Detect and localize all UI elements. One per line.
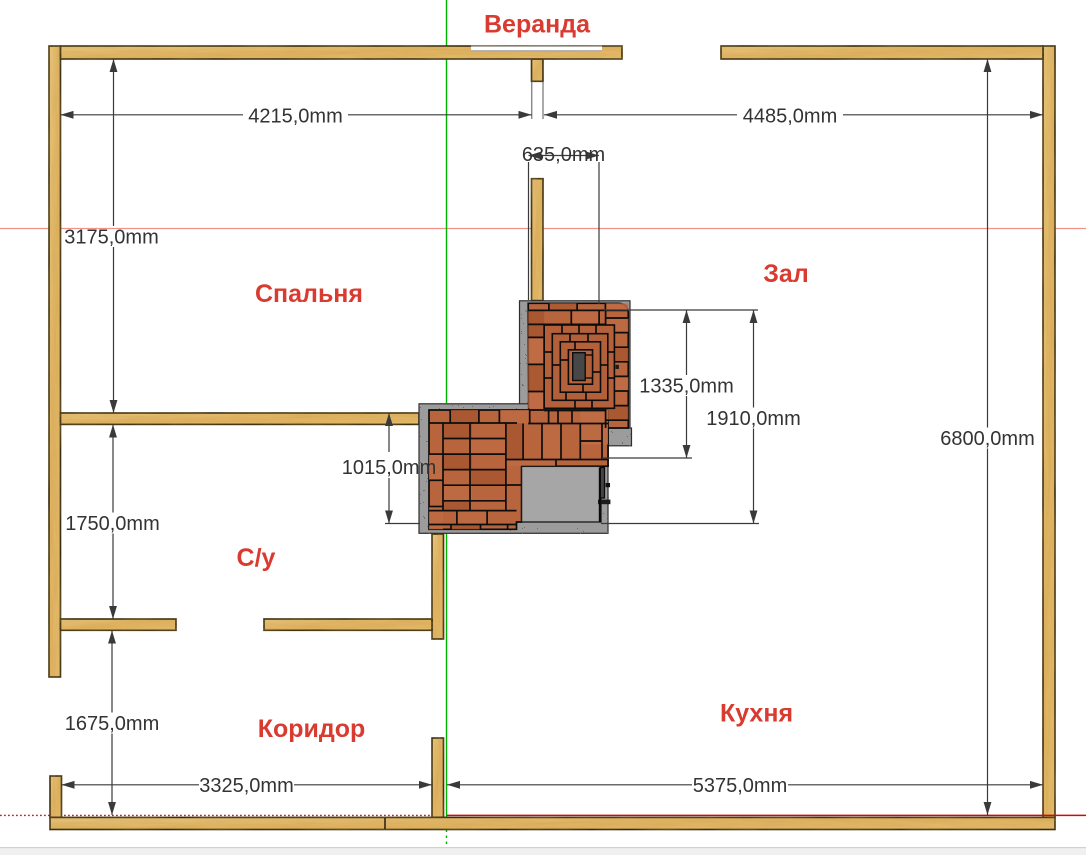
svg-text:1335,0mm: 1335,0mm bbox=[639, 376, 734, 398]
svg-text:4215,0mm: 4215,0mm bbox=[248, 105, 343, 127]
svg-text:3175,0mm: 3175,0mm bbox=[64, 227, 159, 249]
svg-text:Зал: Зал bbox=[763, 260, 808, 288]
svg-text:Коридор: Коридор bbox=[258, 715, 366, 743]
svg-text:1910,0mm: 1910,0mm bbox=[706, 408, 801, 430]
svg-text:3325,0mm: 3325,0mm bbox=[199, 775, 294, 797]
svg-text:4485,0mm: 4485,0mm bbox=[743, 105, 838, 127]
svg-text:С/у: С/у bbox=[237, 544, 276, 572]
svg-text:Веранда: Веранда bbox=[484, 11, 591, 39]
svg-text:Кухня: Кухня bbox=[720, 700, 793, 728]
svg-text:6800,0mm: 6800,0mm bbox=[940, 428, 1035, 450]
svg-text:5375,0mm: 5375,0mm bbox=[693, 775, 788, 797]
svg-text:1675,0mm: 1675,0mm bbox=[65, 713, 160, 735]
svg-text:1750,0mm: 1750,0mm bbox=[65, 513, 160, 535]
svg-text:Спальня: Спальня bbox=[255, 280, 363, 308]
svg-text:1015,0mm: 1015,0mm bbox=[342, 457, 437, 479]
svg-text:635,0mm: 635,0mm bbox=[522, 144, 605, 166]
